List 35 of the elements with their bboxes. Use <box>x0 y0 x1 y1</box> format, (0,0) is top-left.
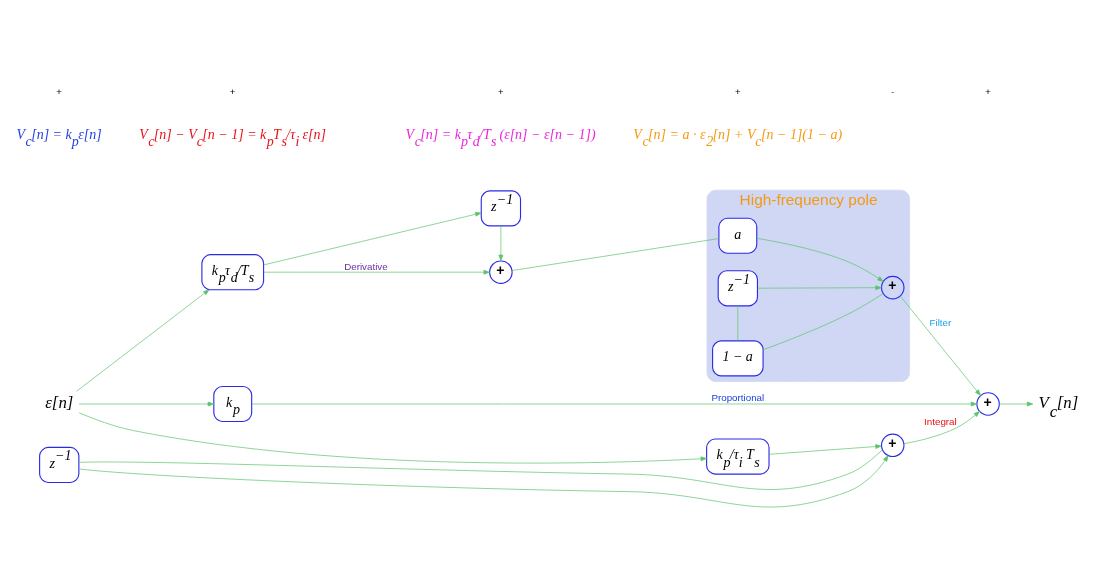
edge-label: Filter <box>929 316 952 328</box>
arrow <box>78 401 214 406</box>
arrow <box>263 269 490 274</box>
node-box: a <box>718 217 758 254</box>
label: + <box>984 85 991 97</box>
edge-label: Integral <box>924 415 957 427</box>
connector <box>511 237 719 271</box>
node-text: ε[n] <box>45 392 74 412</box>
node-circle: + <box>880 275 905 299</box>
arrow <box>900 295 981 396</box>
arrow <box>76 288 210 392</box>
edge-label: Derivative <box>344 260 388 272</box>
node-box: 1 − a <box>712 339 764 376</box>
arrow <box>498 225 504 261</box>
connector <box>737 305 739 341</box>
label: + <box>734 85 741 97</box>
connector <box>762 292 884 350</box>
arrow <box>78 454 889 507</box>
label: + <box>497 85 504 97</box>
arrow <box>757 284 882 290</box>
connector <box>78 449 883 490</box>
label: + <box>229 85 236 97</box>
arrow <box>78 411 707 463</box>
node-circle: + <box>489 259 513 284</box>
arrow <box>999 401 1034 406</box>
edge-label: Proportional <box>711 391 765 403</box>
arrow <box>251 401 978 406</box>
arrow <box>903 410 980 444</box>
arrow <box>756 237 884 282</box>
label: - <box>891 85 895 97</box>
label: + <box>56 85 62 97</box>
arrow <box>768 443 882 455</box>
arrow <box>263 211 482 265</box>
node-circle: + <box>880 433 905 457</box>
node-circle: + <box>976 391 1000 416</box>
